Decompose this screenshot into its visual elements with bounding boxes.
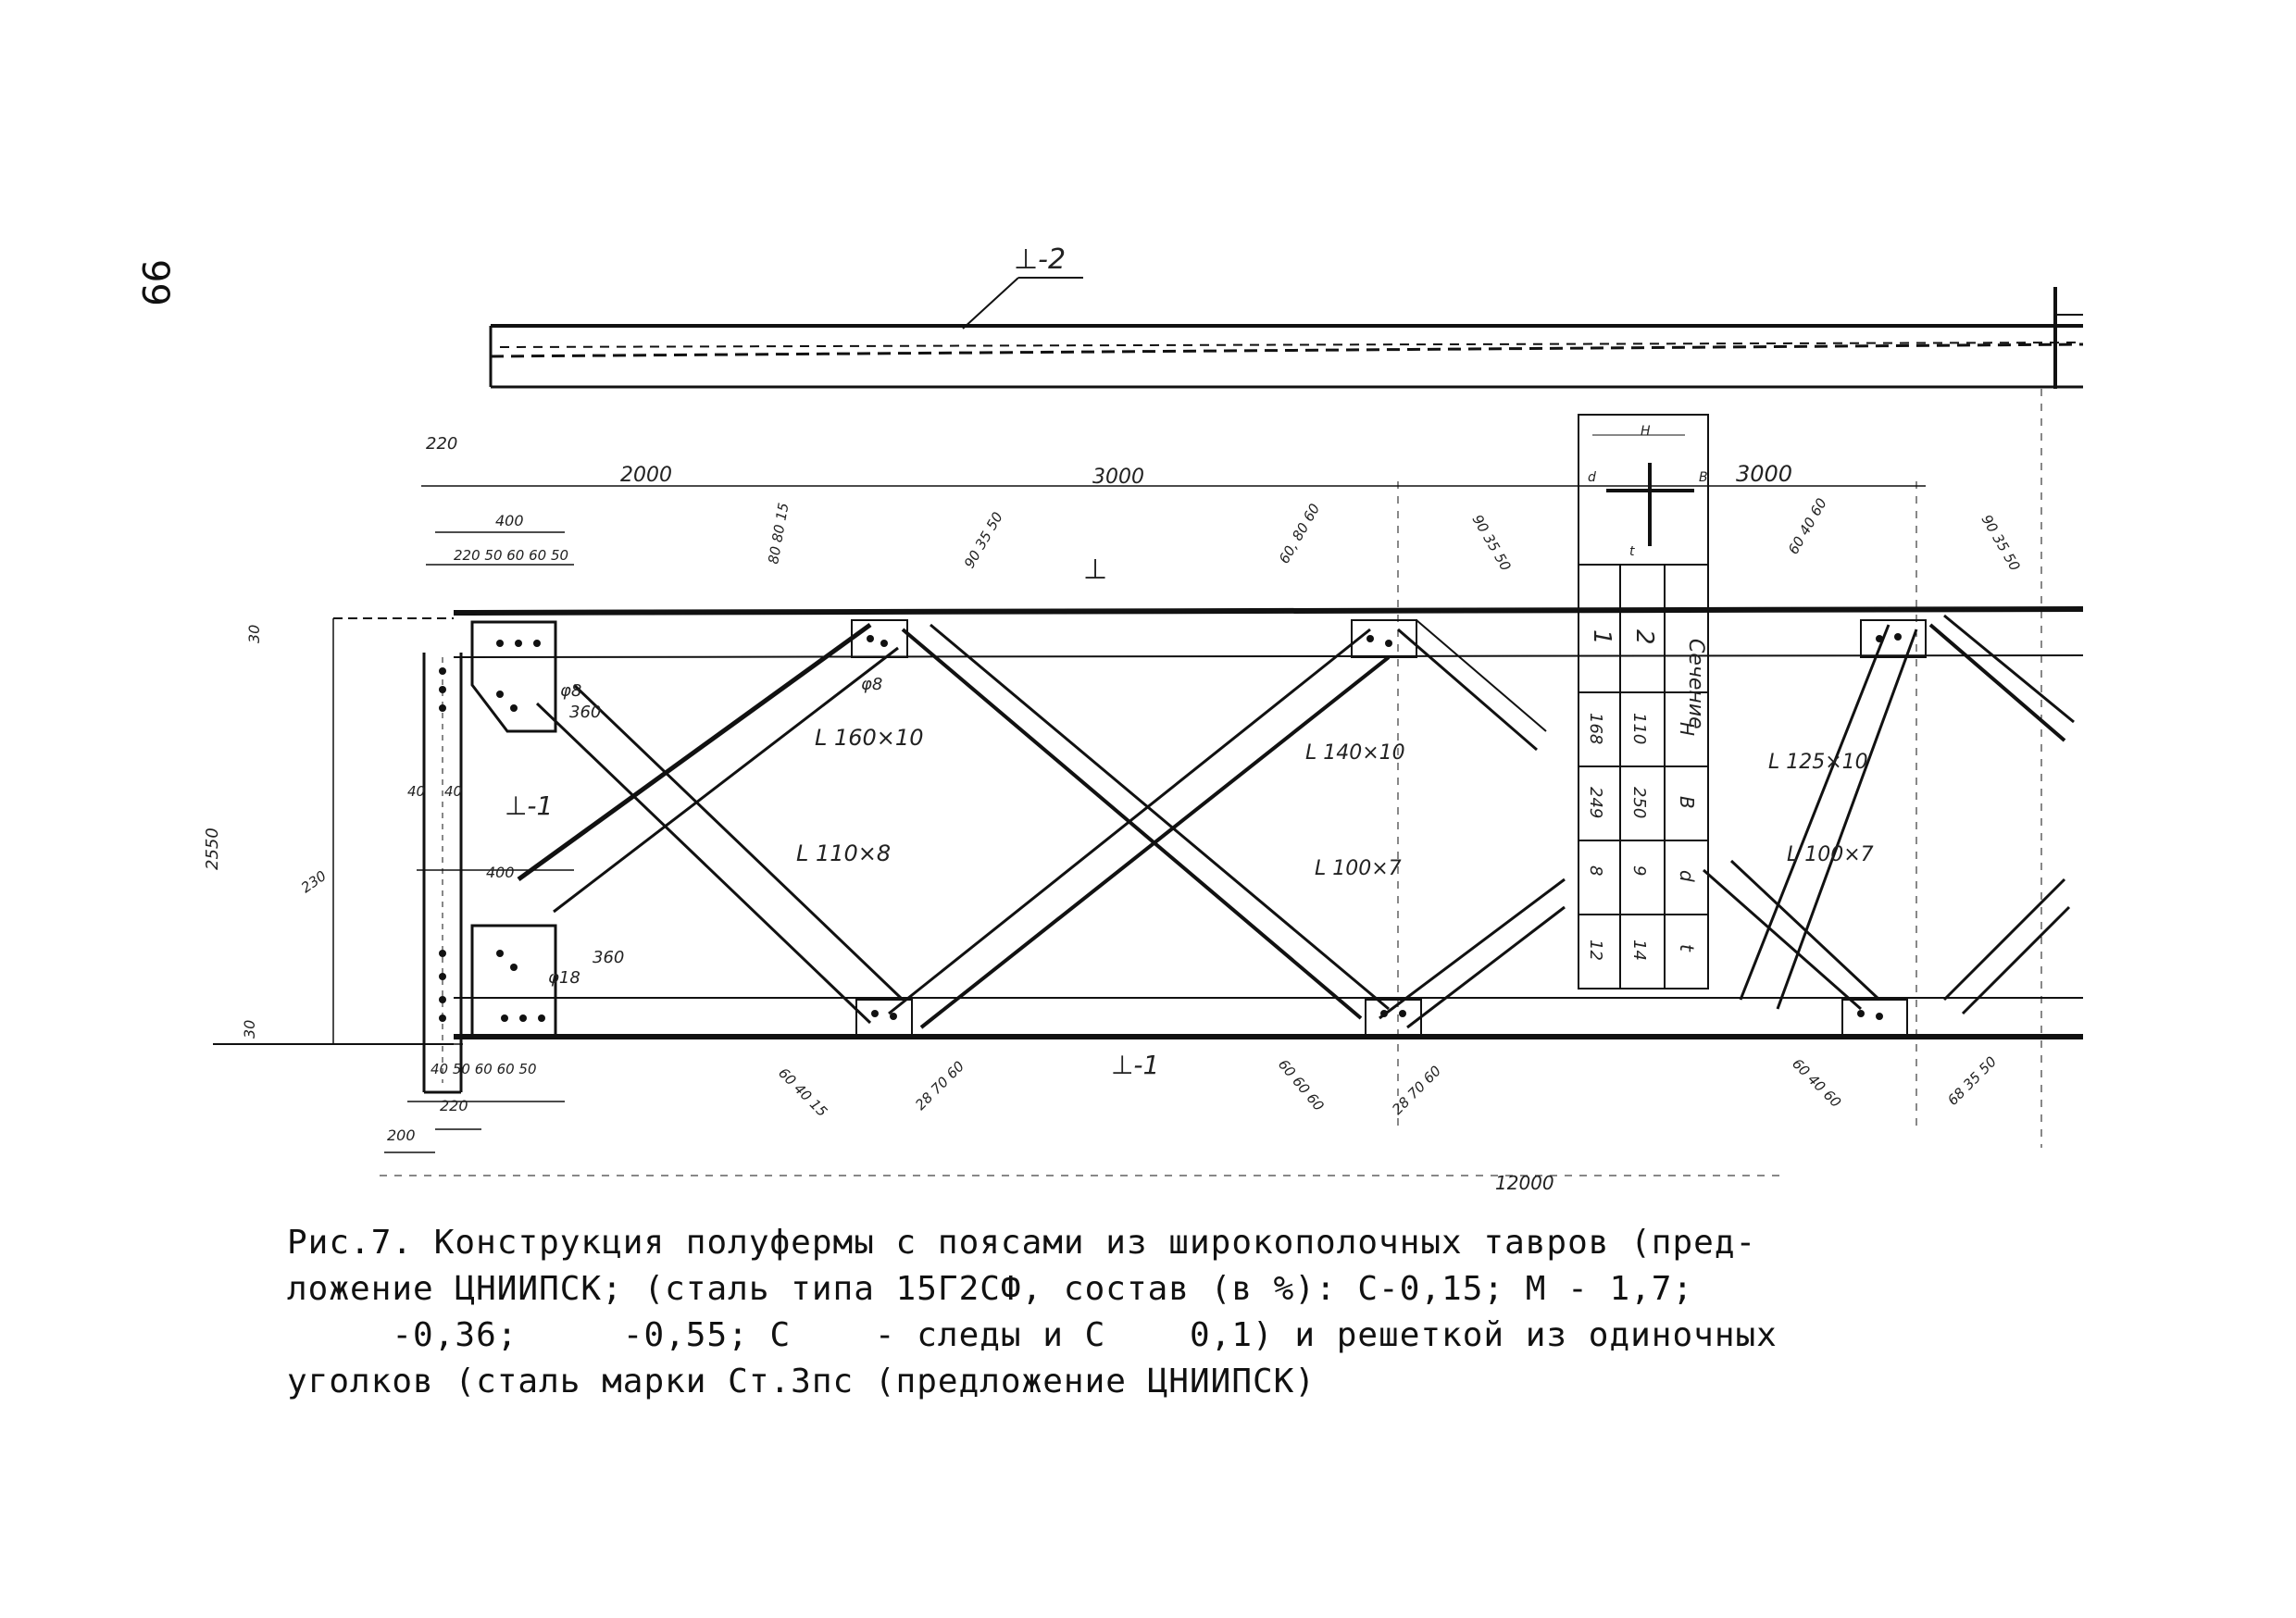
dim-2000: 2000 bbox=[620, 464, 672, 487]
section-header: Сечение bbox=[1684, 639, 1707, 729]
cell-2-t: 14 bbox=[1629, 940, 1649, 961]
spacing-80-80-15: 80 80 15 bbox=[765, 502, 792, 566]
section-header-d: d bbox=[1676, 870, 1698, 882]
sketch-label-d: d bbox=[1588, 470, 1596, 485]
dim-30-bot: 30 bbox=[241, 1020, 258, 1039]
dim-200-bot: 200 bbox=[387, 1126, 416, 1144]
phi8b-label: φ8 bbox=[861, 675, 882, 694]
section-row-2: 2 bbox=[1630, 629, 1658, 645]
dim-230: 230 bbox=[298, 867, 330, 896]
web-diagonals bbox=[517, 614, 2075, 1029]
spacing-60-40-60: 60 40 60 bbox=[1785, 495, 1830, 557]
angle-100a-label: L 100×7 bbox=[1315, 857, 1402, 880]
angle-110-label: L 110×8 bbox=[796, 840, 891, 866]
section-row-1: 1 bbox=[1588, 629, 1616, 645]
section-header-t: t bbox=[1676, 944, 1698, 952]
cell-1-b: 249 bbox=[1586, 787, 1605, 818]
section-header-h: H bbox=[1676, 722, 1698, 736]
v360b-label: 360 bbox=[593, 948, 624, 967]
spacing-60-60-60: 60 60 60 bbox=[1275, 1056, 1328, 1114]
section-table bbox=[1578, 414, 1709, 989]
angle-140-label: L 140×10 bbox=[1305, 741, 1405, 765]
end-post bbox=[422, 620, 557, 1094]
spacing-28-70-60: 28 70 60 bbox=[912, 1058, 967, 1114]
dim-40a: 40 bbox=[407, 783, 425, 800]
sketch-label-h: H bbox=[1641, 424, 1651, 439]
phi18-label: φ18 bbox=[548, 968, 580, 988]
spacing-68-35-50: 68 35 50 bbox=[1944, 1053, 2000, 1109]
dim-40b: 40 bbox=[444, 783, 462, 800]
dim-220-chain: 220 50 60 60 50 bbox=[454, 547, 568, 564]
spacing-28-70-60b: 28 70 60 bbox=[1389, 1063, 1444, 1118]
spacing-90-35-50: 90 35 50 bbox=[961, 509, 1006, 571]
angle-160-label: L 160×10 bbox=[815, 725, 923, 751]
cell-1-h: 168 bbox=[1586, 713, 1605, 744]
top-chord bbox=[333, 606, 2084, 658]
node-gussets bbox=[851, 619, 1927, 1038]
phi8-label: φ8 bbox=[560, 681, 581, 701]
caption-line: ложение ЦНИИПСК; (сталь типа 15Г2СФ, сос… bbox=[287, 1270, 1694, 1308]
angle-100b-label: L 100×7 bbox=[1787, 843, 1874, 866]
sketch-label-b: B bbox=[1699, 470, 1708, 485]
dim-12000: 12000 bbox=[1495, 1172, 1554, 1194]
spacing-90-35-50b: 90 35 50 bbox=[1469, 512, 1515, 574]
cell-1-d: 8 bbox=[1586, 865, 1605, 876]
tee-2-member bbox=[489, 277, 2084, 389]
dim-40-chain-bot: 40 50 60 60 50 bbox=[430, 1061, 537, 1077]
tee-1-bottom-label: ⊥-1 bbox=[1111, 1050, 1159, 1080]
caption-line: Рис.7. Конструкция полуфермы с поясами и… bbox=[287, 1224, 1757, 1262]
reference-lines bbox=[380, 389, 2042, 1176]
spacing-90-35-50c: 90 35 50 bbox=[1978, 512, 2024, 574]
cell-2-h: 110 bbox=[1629, 713, 1649, 744]
figure-caption: Рис.7. Конструкция полуфермы с поясами и… bbox=[287, 1220, 2046, 1405]
spacing-60-80-60: 60, 80 60 bbox=[1276, 501, 1323, 566]
dim-220-top: 220 bbox=[426, 434, 457, 454]
tee-top-label: ⊥ bbox=[1083, 554, 1107, 586]
dim-2550: 2550 bbox=[203, 828, 222, 870]
dim-3000a: 3000 bbox=[1092, 466, 1144, 489]
dim-30-top: 30 bbox=[245, 625, 263, 643]
dim-3000b: 3000 bbox=[1736, 461, 1792, 487]
dim-400-mid: 400 bbox=[486, 864, 515, 881]
cell-1-t: 12 bbox=[1586, 940, 1605, 961]
caption-line: уголков (сталь марки Ст.3пс (предложение… bbox=[287, 1363, 1316, 1400]
v360a-label: 360 bbox=[569, 703, 601, 722]
spacing-60-40-60b: 60 40 60 bbox=[1789, 1055, 1844, 1111]
dim-220-bot: 220 bbox=[440, 1097, 468, 1114]
dim-400-top: 400 bbox=[495, 512, 524, 529]
angle-125-label: L 125×10 bbox=[1768, 751, 1868, 774]
cell-2-b: 250 bbox=[1629, 787, 1649, 818]
dimension-lines bbox=[231, 485, 1926, 1153]
section-header-b: B bbox=[1676, 796, 1698, 809]
tee-1-left-label: ⊥-1 bbox=[505, 790, 553, 821]
caption-line: -0,36; -0,55; С - следы и С 0,1) и решет… bbox=[287, 1316, 1778, 1354]
bolt-points bbox=[439, 633, 1902, 1022]
sketch-label-t: t bbox=[1629, 544, 1635, 559]
spacing-60-40-15: 60 40 15 bbox=[775, 1064, 830, 1120]
cell-2-d: 9 bbox=[1629, 865, 1649, 876]
tee-2-label: ⊥-2 bbox=[1014, 243, 1066, 276]
